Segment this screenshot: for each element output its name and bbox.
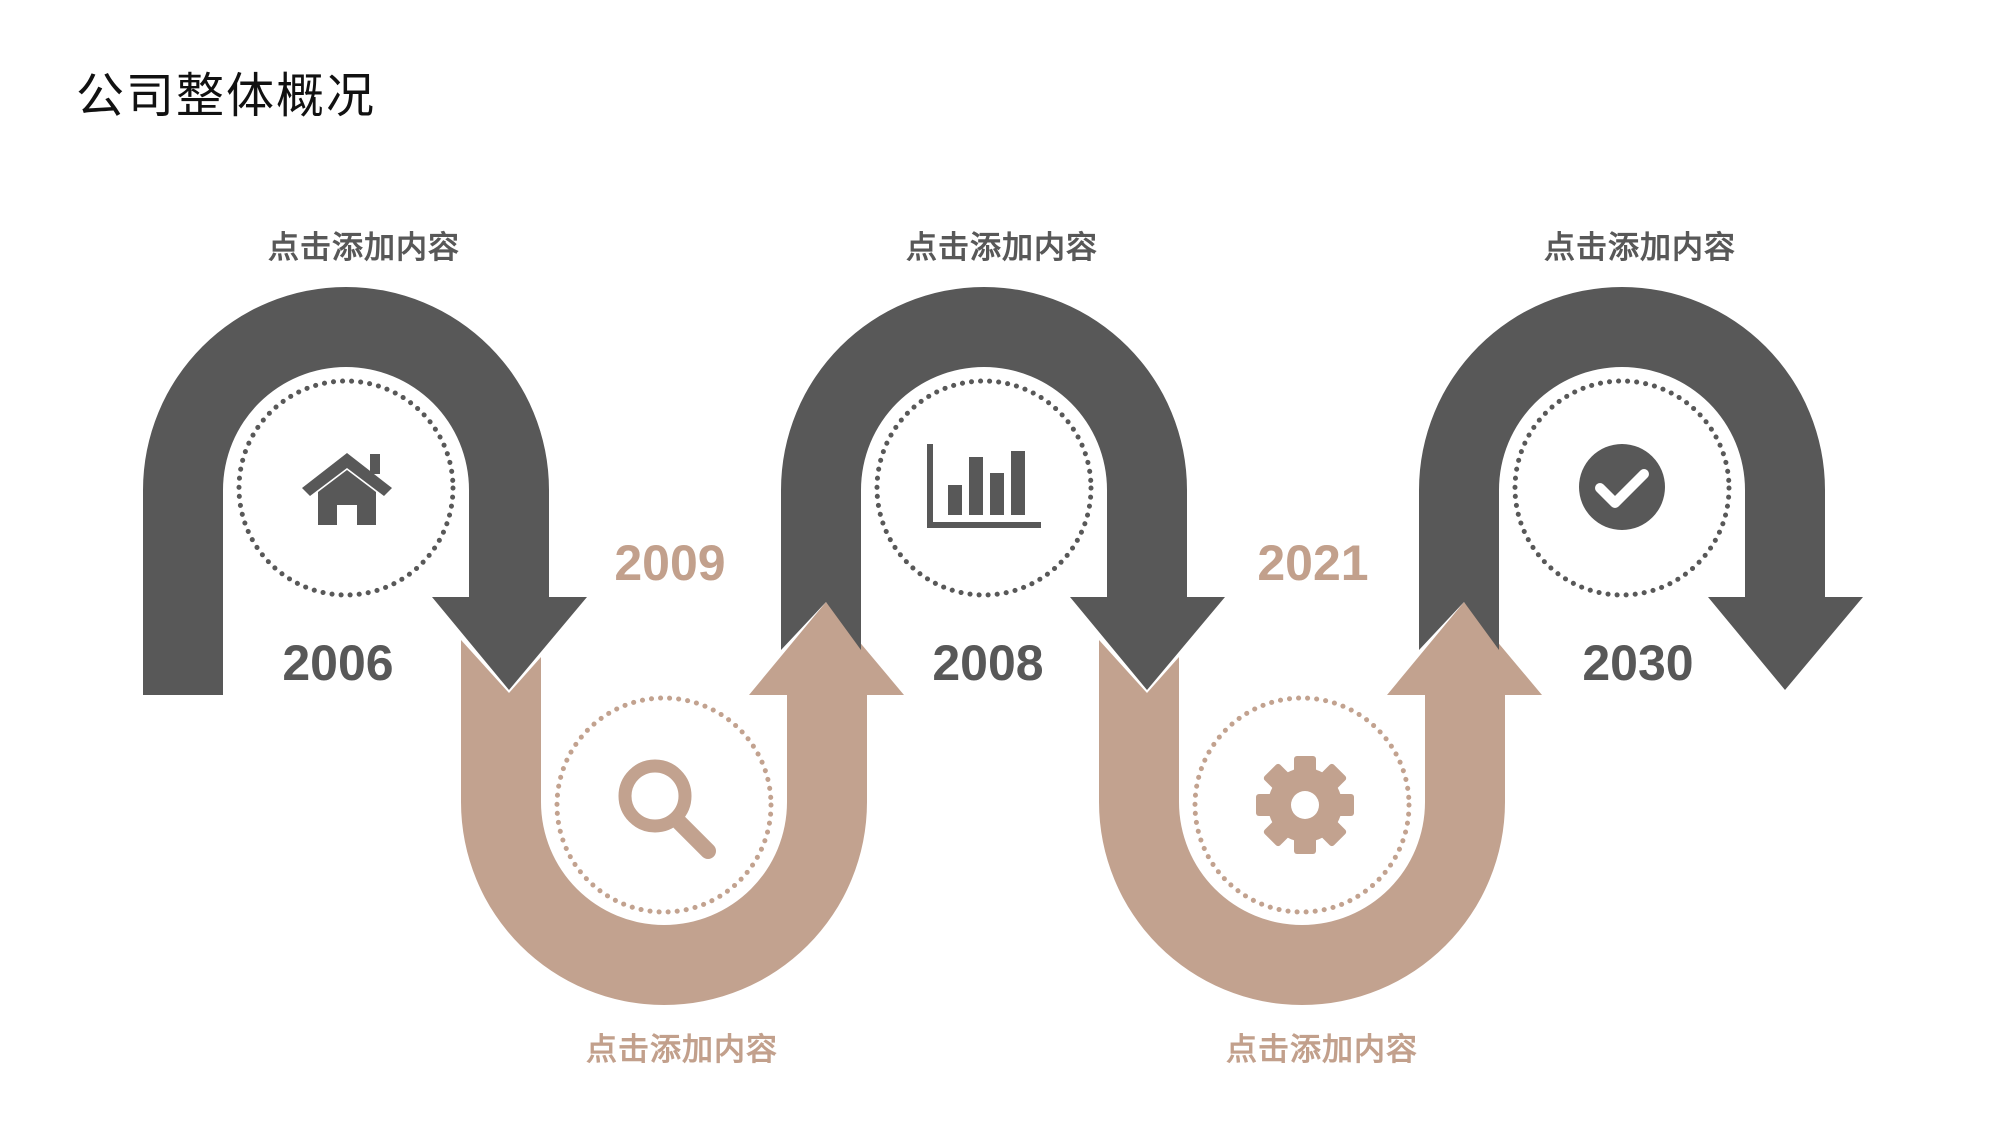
- page-title: 公司整体概况: [76, 68, 377, 124]
- dotted-ring-1: [236, 378, 456, 598]
- arch-shape-1: [143, 287, 587, 695]
- check-circle-icon: [1579, 444, 1665, 530]
- u-shape-1: [461, 602, 904, 1005]
- milestone-label-3: 点击添加内容: [906, 230, 1098, 266]
- dotted-ring-3: [874, 378, 1094, 598]
- bar-chart-icon: [927, 444, 1041, 528]
- milestone-label-4: 点击添加内容: [1226, 1032, 1418, 1068]
- milestone-year-4: 2021: [1257, 535, 1369, 591]
- milestone-label-2: 点击添加内容: [586, 1032, 778, 1068]
- milestone-year-1: 2006: [282, 635, 394, 691]
- milestone-label-5: 点击添加内容: [1544, 230, 1736, 266]
- arch-shape-2: [781, 287, 1225, 690]
- arch-shape-3: [1419, 287, 1863, 690]
- home-icon: [302, 453, 392, 525]
- gear-icon: [1256, 756, 1354, 854]
- milestone-label-1: 点击添加内容: [268, 230, 460, 266]
- milestone-year-2: 2009: [614, 535, 726, 591]
- milestone-year-5: 2030: [1582, 635, 1694, 691]
- dotted-ring-4: [1192, 695, 1412, 915]
- milestone-year-3: 2008: [932, 635, 1044, 691]
- search-icon: [618, 759, 716, 859]
- dotted-ring-5: [1512, 378, 1732, 598]
- dotted-ring-2: [554, 695, 774, 915]
- u-shape-2: [1099, 602, 1542, 1005]
